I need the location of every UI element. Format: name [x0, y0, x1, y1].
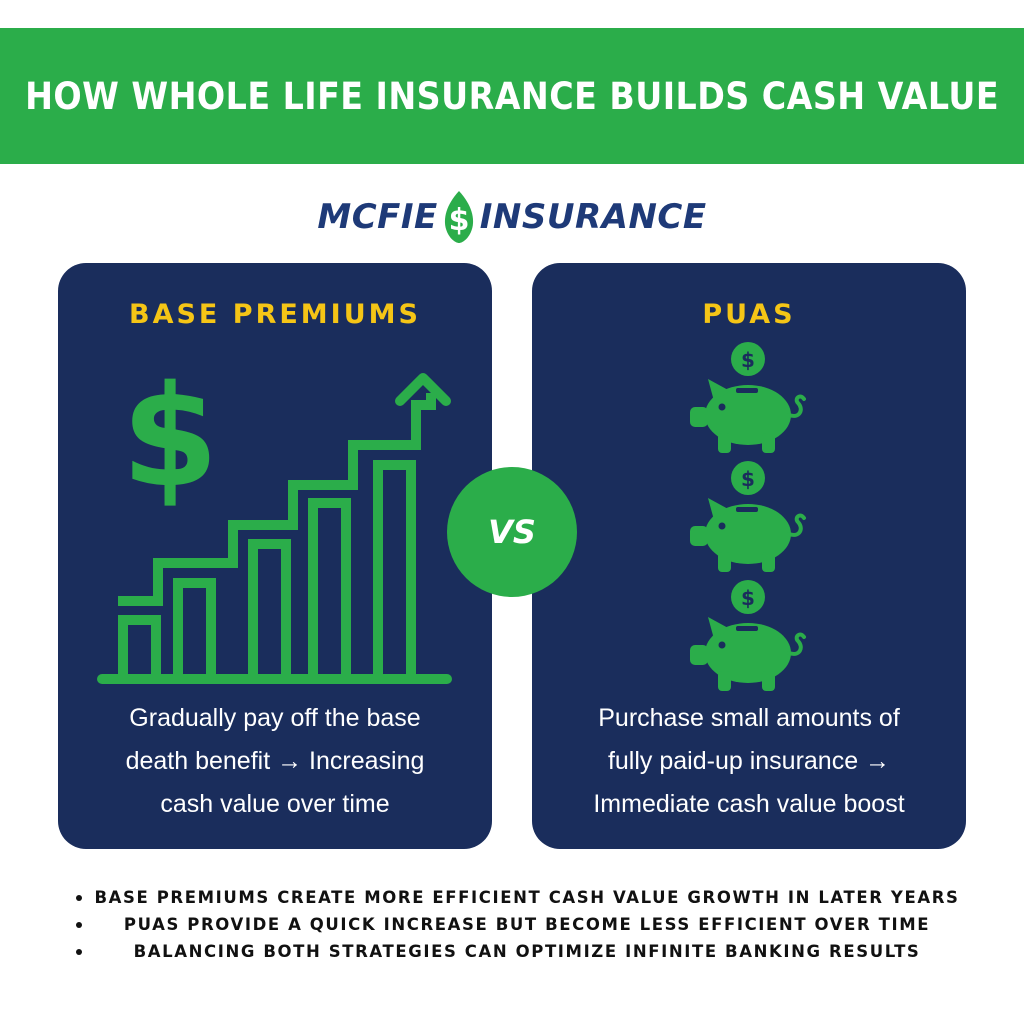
- title-banner: HOW WHOLE LIFE INSURANCE BUILDS CASH VAL…: [0, 28, 1024, 164]
- puas-heading: PUAS: [702, 299, 796, 330]
- dollar-sign-icon: $: [121, 356, 218, 519]
- growth-chart-illustration: $: [97, 356, 452, 684]
- bullet-dot-icon: [76, 895, 82, 901]
- up-arrow-icon: [395, 373, 451, 406]
- svg-text:$: $: [448, 203, 469, 238]
- base-premiums-heading: BASE PREMIUMS: [129, 299, 421, 330]
- description-line: cash value over time: [160, 790, 390, 818]
- piggy-bank-coin-icon: [688, 340, 806, 455]
- bullet-item: PUAS PROVIDE A QUICK INCREASE BUT BECOME…: [70, 911, 984, 938]
- piggy-bank-coin-icon: [688, 578, 806, 693]
- bullet-text: BASE PREMIUMS CREATE MORE EFFICIENT CASH…: [94, 888, 960, 907]
- bullet-item: BASE PREMIUMS CREATE MORE EFFICIENT CASH…: [70, 884, 984, 911]
- piggy-bank-illustration: $: [688, 340, 806, 693]
- vs-badge: VS: [447, 467, 577, 597]
- bullet-item: BALANCING BOTH STRATEGIES CAN OPTIMIZE I…: [70, 938, 984, 965]
- vs-label: VS: [488, 513, 536, 551]
- description-line: Gradually pay off the base: [129, 704, 421, 732]
- leaf-dollar-icon: $: [444, 191, 473, 243]
- company-logo: MCFIE $ INSURANCE: [0, 186, 1024, 248]
- bullet-text: BALANCING BOTH STRATEGIES CAN OPTIMIZE I…: [133, 942, 921, 961]
- description-line: fully paid-up insurance →: [607, 747, 891, 775]
- puas-description: Purchase small amounts of fully paid-up …: [552, 697, 946, 826]
- description-line: Purchase small amounts of: [598, 704, 900, 732]
- puas-card: PUAS $ Purchase small amounts of fully p…: [532, 263, 966, 849]
- description-line: death benefit → Increasing: [125, 747, 425, 775]
- bullet-dot-icon: [76, 922, 82, 928]
- base-premiums-description: Gradually pay off the base death benefit…: [78, 697, 472, 826]
- bullet-text: PUAS PROVIDE A QUICK INCREASE BUT BECOME…: [123, 915, 931, 934]
- key-points-list: BASE PREMIUMS CREATE MORE EFFICIENT CASH…: [70, 884, 984, 965]
- growth-bar-chart-icon: [97, 393, 452, 684]
- logo-word-left: MCFIE: [317, 197, 438, 237]
- bullet-dot-icon: [76, 949, 82, 955]
- piggy-bank-coin-icon: [688, 459, 806, 574]
- svg-text:$: $: [121, 356, 218, 519]
- logo-word-right: INSURANCE: [479, 197, 707, 237]
- base-premiums-card: BASE PREMIUMS $ Gradually pay off the ba…: [58, 263, 492, 849]
- page-title: HOW WHOLE LIFE INSURANCE BUILDS CASH VAL…: [25, 74, 999, 118]
- description-line: Immediate cash value boost: [593, 790, 905, 818]
